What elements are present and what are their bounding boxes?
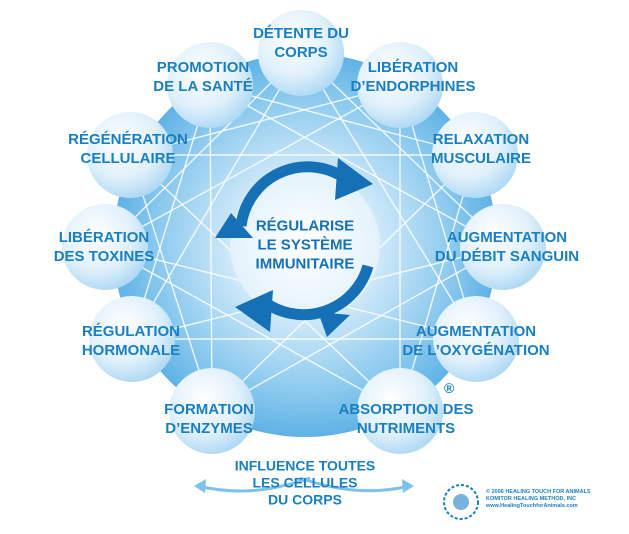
benefit-label-toxin-release: LIBÉRATION DES TOXINES <box>53 229 155 265</box>
benefit-bubble <box>432 112 518 198</box>
logo-ring <box>443 484 479 520</box>
bottom-label: INFLUENCE TOUTES LES CELLULES DU CORPS <box>234 457 376 508</box>
benefit-bubble <box>87 112 173 198</box>
benefit-label-health-promotion: PROMOTION DE LA SANTÉ <box>153 59 253 95</box>
connection-line <box>399 84 477 340</box>
benefit-bubble <box>258 10 344 96</box>
swirl-left <box>197 476 311 493</box>
cycle-arrowheads <box>215 158 373 337</box>
connection-line <box>211 246 504 412</box>
center-label: RÉGULARISE LE SYSTÈME IMMUNITAIRE <box>255 217 355 273</box>
connection-line <box>129 154 213 412</box>
connection-line <box>104 52 302 248</box>
connection-line <box>300 52 504 248</box>
benefit-bubble <box>433 296 519 382</box>
connection-line <box>104 84 401 248</box>
benefit-bubble <box>62 204 148 290</box>
logo-core <box>453 494 469 510</box>
registered-mark: ® <box>444 380 455 396</box>
swirl-arrowheads <box>194 479 414 493</box>
bottom-swirl <box>197 476 411 493</box>
benefit-label-nutrient-absorption: ABSORPTION DES NUTRIMENTS <box>338 401 474 437</box>
swirl-arrowhead-right <box>402 479 414 493</box>
benefit-bubbles <box>62 10 546 454</box>
center-core <box>230 170 380 320</box>
benefit-bubble <box>357 42 443 128</box>
arrowhead-bottom-right <box>318 312 350 337</box>
benefit-bubble <box>460 204 546 290</box>
cycle-arrows <box>235 161 374 321</box>
benefit-label-enzyme-formation: FORMATION D’ENZYMES <box>164 401 254 437</box>
arrowhead-left <box>215 213 253 238</box>
benefit-label-endorphin-release: LIBÉRATION D’ENDORPHINES <box>350 59 476 95</box>
benefit-bubble <box>89 296 175 382</box>
benefit-bubble <box>357 368 443 454</box>
copyright-logo <box>443 484 479 520</box>
benefit-label-oxygenation: AUGMENTATION DE L’OXYGÉNATION <box>402 323 550 359</box>
benefit-label-blood-flow: AUGMENTATION DU DÉBIT SANGUIN <box>434 229 580 265</box>
connection-line <box>209 84 476 156</box>
swirl-right <box>299 476 411 493</box>
connection-line <box>104 246 401 412</box>
connection-line <box>131 52 302 340</box>
connection-line <box>209 84 504 248</box>
benefit-label-cell-regeneration: RÉGÉNÉRATION CELLULAIRE <box>68 131 188 167</box>
copyright-text: © 2006 HEALING TOUCH FOR ANIMALS KOMITOR… <box>486 489 591 509</box>
cycle-arrow-top <box>235 161 354 227</box>
connection-line <box>209 84 213 412</box>
benefit-label-body-relaxation: DÉTENTE DU CORPS <box>253 25 349 61</box>
benefit-bubble <box>169 368 255 454</box>
arrowhead-top-right <box>335 158 373 200</box>
connection-line <box>131 84 211 340</box>
arrowhead-bottom-left <box>235 290 273 332</box>
cycle-arrow-bottom <box>259 264 374 321</box>
connection-line <box>129 84 401 156</box>
swirl-arrowhead-left <box>194 479 206 493</box>
benefit-label-hormone-regulation: RÉGULATION HORMONALE <box>81 323 181 359</box>
benefit-label-muscle-relaxation: RELAXATION MUSCULAIRE <box>431 131 531 167</box>
connection-line <box>300 52 477 340</box>
connection-line <box>399 154 476 412</box>
benefit-bubble <box>167 42 253 128</box>
